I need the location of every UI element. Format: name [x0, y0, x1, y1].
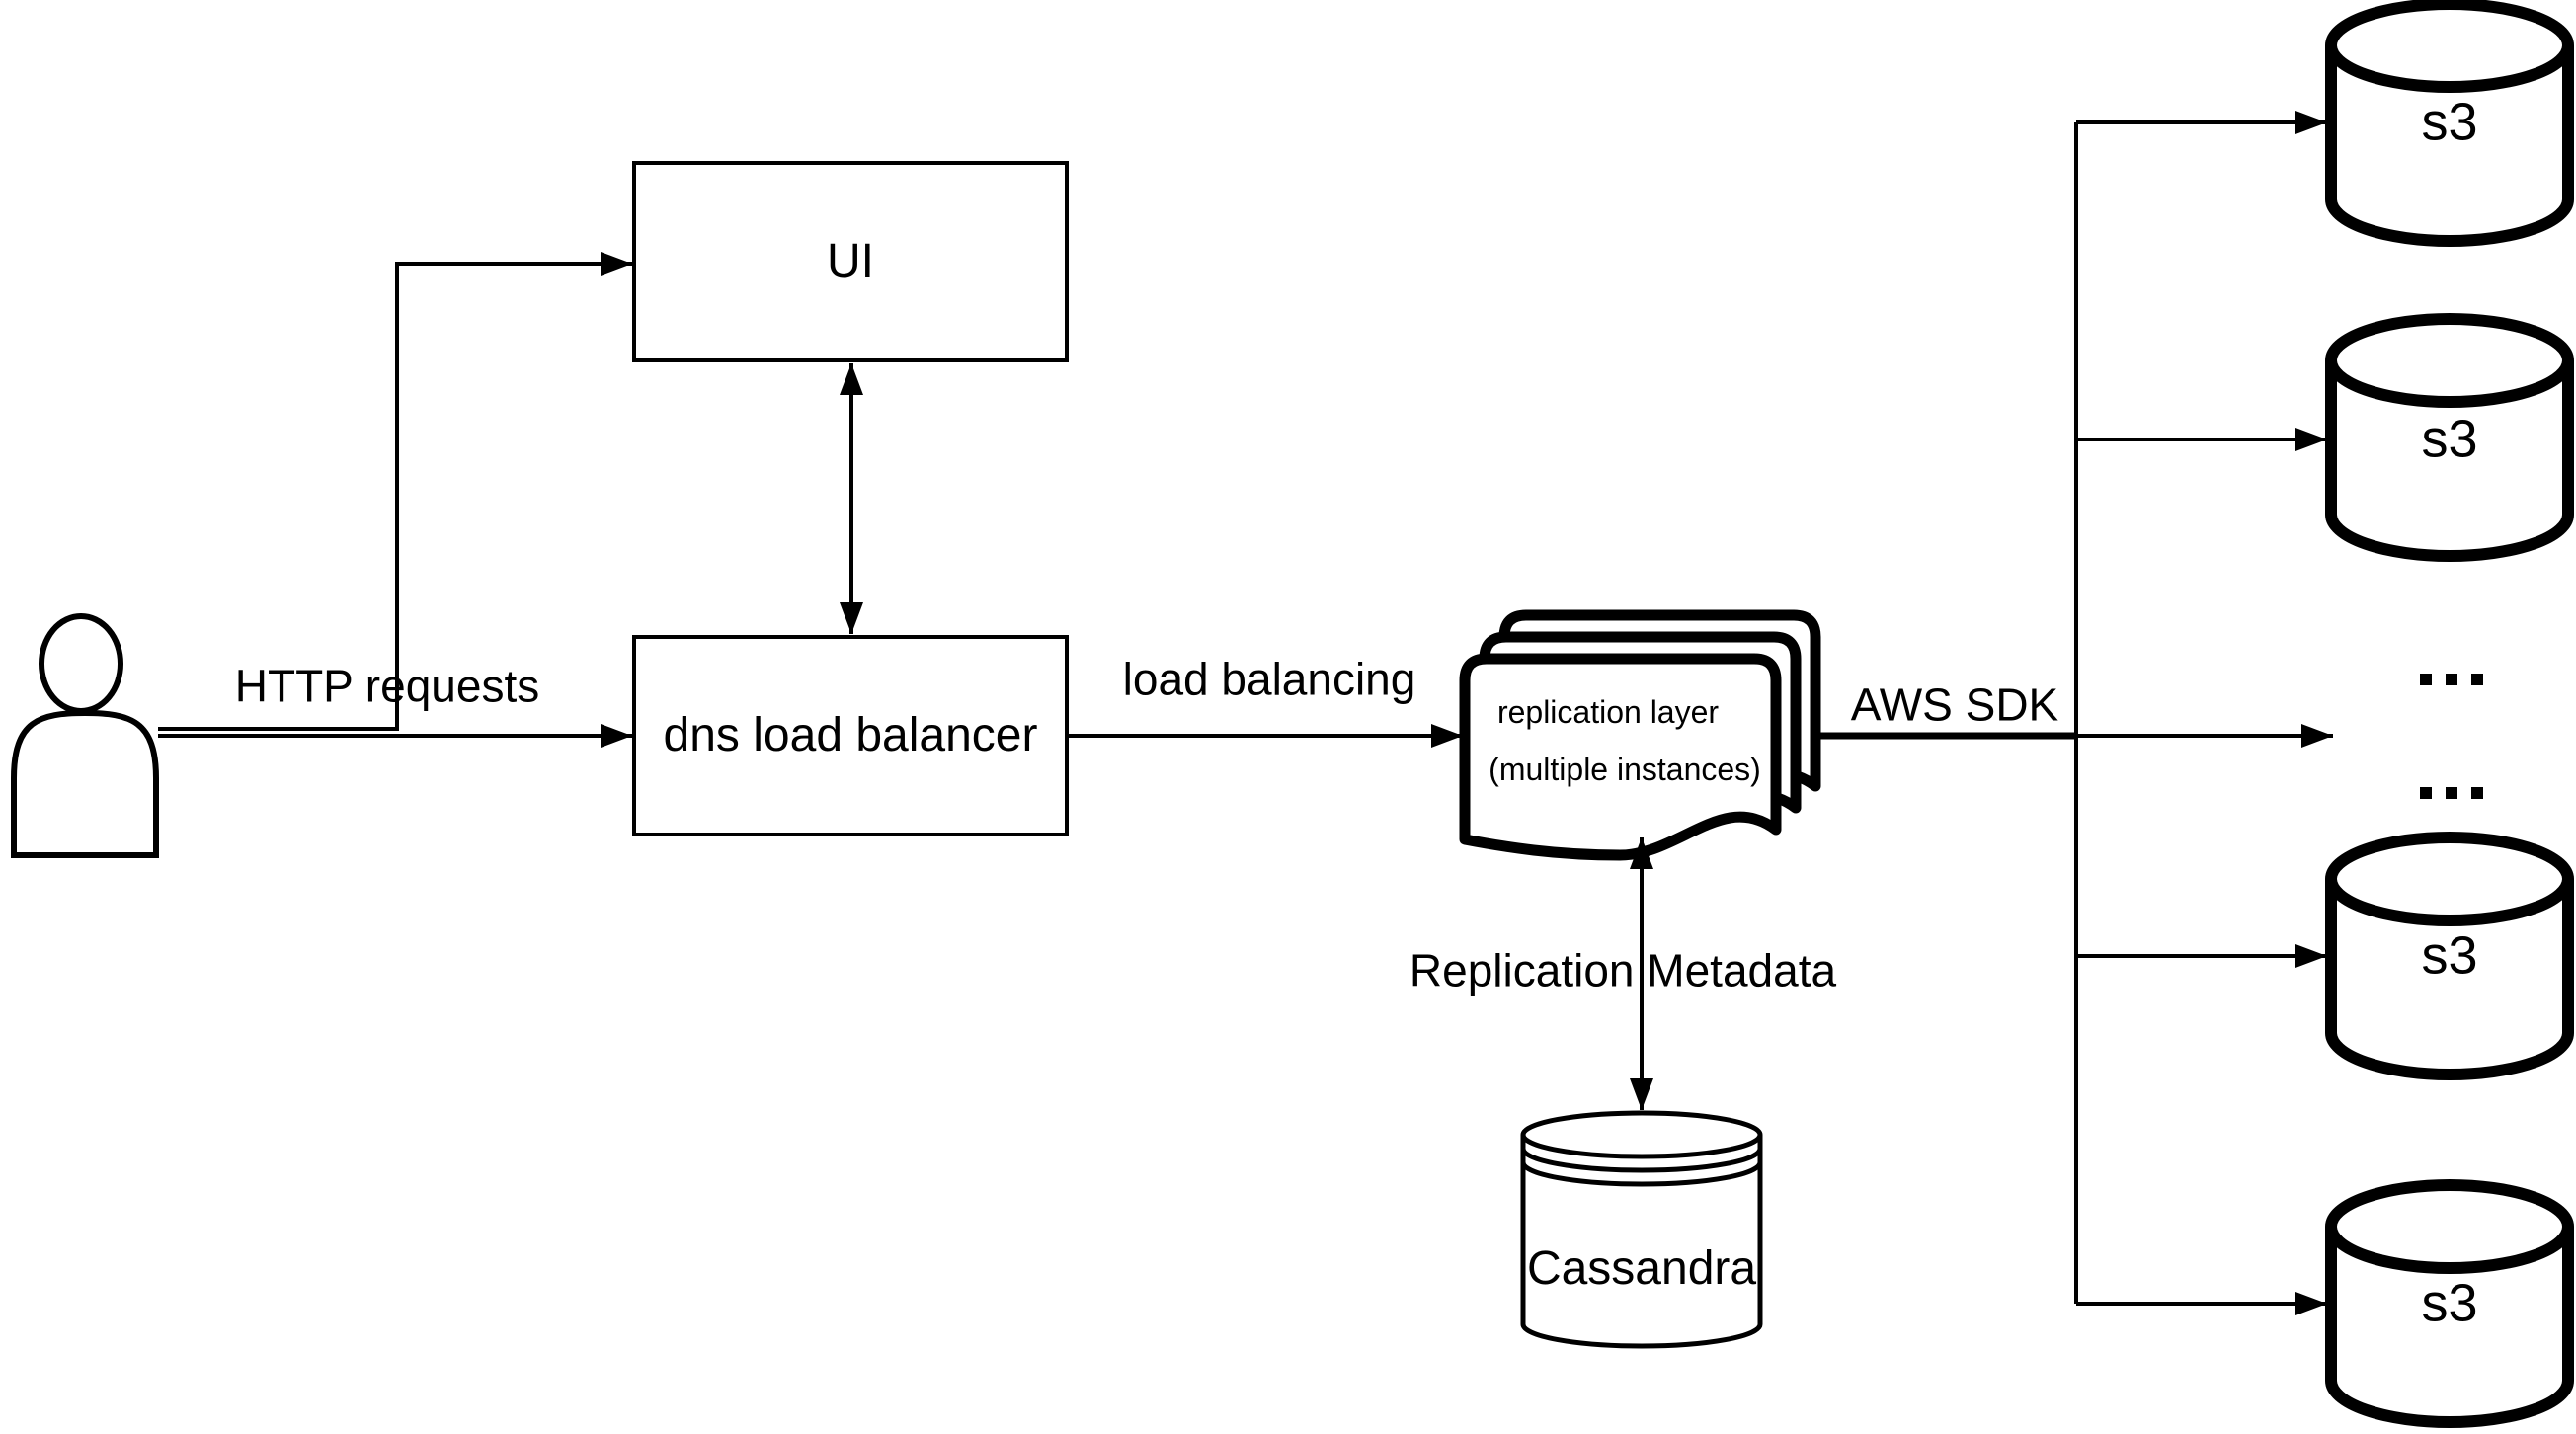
- edge-user-to-ui: [158, 252, 632, 731]
- user-actor-icon: [11, 613, 159, 858]
- cassandra-cylinder-ring-2: [1520, 1161, 1763, 1187]
- s3-cylinder-4-body: [2325, 1179, 2574, 1428]
- cassandra-cylinder: [1520, 1110, 1763, 1349]
- ellipsis-dot: [2471, 674, 2483, 685]
- ui-box-label: UI: [827, 235, 874, 288]
- cassandra-label: Cassandra: [1526, 1242, 1757, 1296]
- ellipsis-row-1: [2420, 674, 2483, 685]
- cassandra-cylinder-body: [1520, 1110, 1763, 1349]
- ellipsis-dot: [2446, 787, 2457, 799]
- s3-cylinder-2-top-arc: [2325, 359, 2574, 408]
- s3-cylinder-4-top-arc: [2325, 1226, 2574, 1274]
- dns-load-balancer-label: dns load balancer: [663, 709, 1038, 762]
- replication-metadata-edge-label: Replication Metadata: [1409, 944, 1837, 996]
- s3-cylinder-2: [2325, 313, 2574, 562]
- s3-cylinder-1: [2325, 0, 2574, 247]
- s3-cylinder-3-body: [2325, 832, 2574, 1080]
- ellipsis-dot: [2420, 787, 2432, 799]
- actor-body: [11, 709, 159, 858]
- replication-layer-label-line2: (multiple instances): [1489, 751, 1761, 787]
- http-requests-edge-label: HTTP requests: [234, 660, 540, 712]
- s3-cylinder-2-body: [2325, 313, 2574, 562]
- s3-cylinder-3-top-arc: [2325, 878, 2574, 926]
- s3-label-4: s3: [2421, 1273, 2478, 1333]
- s3-label-1: s3: [2421, 92, 2478, 152]
- ellipsis-row-2: [2420, 787, 2483, 799]
- aws-sdk-edge-label: AWS SDK: [1850, 678, 2059, 731]
- ellipsis-dot: [2420, 674, 2432, 685]
- s3-cylinders: [2325, 0, 2574, 1428]
- cassandra-cylinder-ring-1: [1520, 1148, 1763, 1173]
- s3-label-2: s3: [2421, 409, 2478, 469]
- s3-cylinder-3: [2325, 832, 2574, 1080]
- cassandra-cylinder-top-arc: [1520, 1134, 1763, 1159]
- replication-layer-multi-document: [1459, 609, 1821, 861]
- dns-load-balancer-box: [632, 635, 1069, 836]
- s3-cylinder-1-body: [2325, 0, 2574, 247]
- s3-cylinder-1-top-arc: [2325, 44, 2574, 93]
- ui-box: [632, 161, 1069, 362]
- s3-label-3: s3: [2421, 925, 2478, 986]
- replication-layer-label-line1: replication layer: [1496, 693, 1720, 730]
- ellipsis-dot: [2446, 674, 2457, 685]
- load-balancing-edge-label: load balancing: [1122, 653, 1416, 705]
- ellipsis-dot: [2471, 787, 2483, 799]
- s3-cylinder-4: [2325, 1179, 2574, 1428]
- replication-doc-front: [1459, 653, 1782, 861]
- actor-head: [39, 613, 123, 714]
